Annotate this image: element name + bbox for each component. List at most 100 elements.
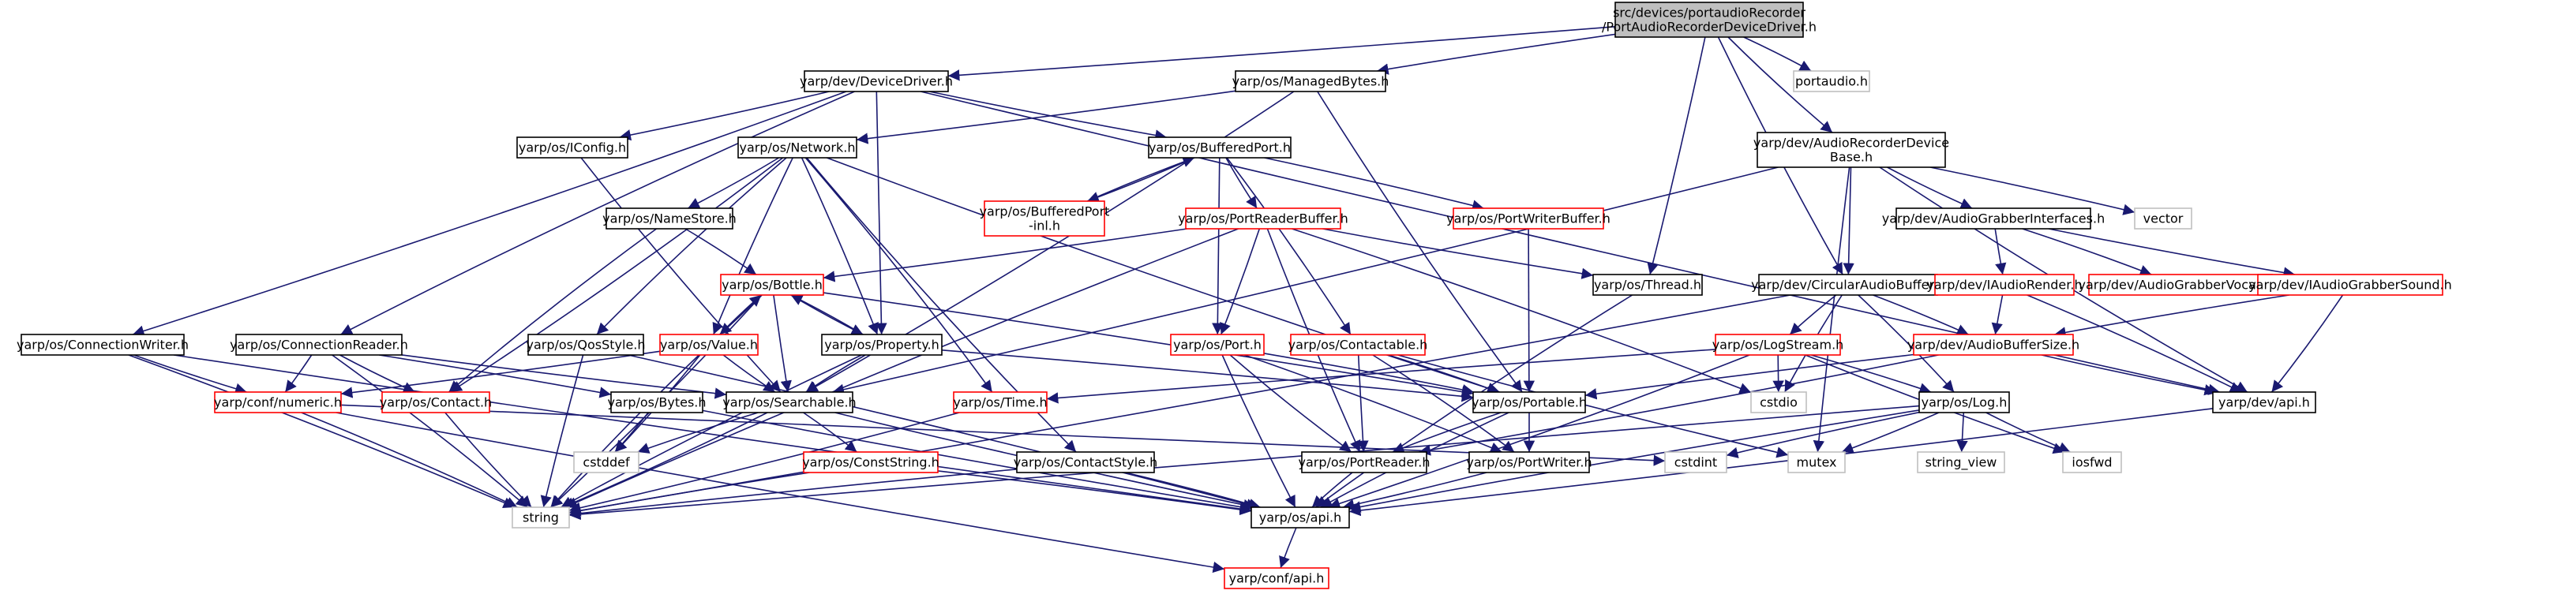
edge-audiorecorderdevicebase-to-vector (1929, 166, 2135, 215)
node-bufferedportinl[interactable]: yarp/os/BufferedPort-inl.h (980, 200, 1110, 237)
node-portwriterbuffer[interactable]: yarp/os/PortWriterBuffer.h (1446, 207, 1610, 230)
edge-property-to-bottle (790, 294, 864, 335)
node-confapi[interactable]: yarp/conf/api.h (1224, 567, 1329, 589)
node-label-cstddef: cstddef (583, 455, 630, 470)
node-logstream[interactable]: yarp/os/LogStream.h (1712, 334, 1844, 356)
node-box-connectionreader (235, 334, 403, 356)
node-namestore[interactable]: yarp/os/NameStore.h (602, 207, 737, 230)
edge-network-to-value (712, 157, 793, 335)
edge-bufferedport-to-contactable (1226, 157, 1352, 335)
node-iaudiograbbersound[interactable]: yarp/dev/IAudioGrabberSound.h (2248, 274, 2452, 296)
node-label-property: yarp/os/Property.h (824, 338, 939, 353)
edge-iconfig-to-searchable (580, 157, 782, 393)
node-searchable[interactable]: yarp/os/Searchable.h (722, 391, 857, 413)
node-property[interactable]: yarp/os/Property.h (821, 334, 943, 356)
node-portreader[interactable]: yarp/os/PortReader.h (1298, 451, 1430, 473)
node-label-audiorecorderdevicebase: yarp/dev/AudioRecorderDevice (1753, 136, 1949, 151)
node-iconfig[interactable]: yarp/os/IConfig.h (516, 136, 628, 159)
node-box-time (953, 391, 1048, 413)
edge-connectionreader-to-bytes (379, 354, 612, 398)
node-iosfwd: iosfwd (2062, 451, 2122, 473)
edge-devicedriver-to-connectionwriter (132, 91, 847, 337)
node-confnumeric[interactable]: yarp/conf/numeric.h (214, 391, 342, 413)
edge-value-to-confnumeric (340, 350, 661, 398)
node-value[interactable]: yarp/os/Value.h (659, 334, 759, 356)
node-bottle[interactable]: yarp/os/Bottle.h (720, 274, 824, 296)
node-bufferedport[interactable]: yarp/os/BufferedPort.h (1148, 136, 1292, 159)
node-audiobuffersize[interactable]: yarp/dev/AudioBufferSize.h (1907, 334, 2079, 356)
node-iaudiorender[interactable]: yarp/dev/IAudioRender.h (1926, 274, 2083, 296)
node-time[interactable]: yarp/os/Time.h (953, 391, 1048, 413)
edge-root-to-portaudio (1743, 36, 1812, 72)
node-contact[interactable]: yarp/os/Contact.h (380, 391, 492, 413)
node-osapi[interactable]: yarp/os/api.h (1251, 506, 1350, 529)
node-label-devapi: yarp/dev/api.h (2218, 395, 2310, 410)
edge-portwriterbuffer-to-portable (1523, 228, 1535, 393)
edge-qosstyle-to-string (540, 354, 584, 508)
node-cstdio: cstdio (1750, 391, 1807, 413)
node-portable[interactable]: yarp/os/Portable.h (1472, 391, 1587, 413)
node-box-devapi (2212, 391, 2316, 413)
node-label-iaudiograbbersound: yarp/dev/IAudioGrabberSound.h (2248, 278, 2452, 293)
node-box-cstdint (1664, 451, 1727, 473)
edge-confnumeric-to-string (301, 412, 518, 508)
node-label-portaudio: portaudio.h (1795, 74, 1868, 89)
node-port[interactable]: yarp/os/Port.h (1170, 334, 1265, 356)
node-qosstyle[interactable]: yarp/os/QosStyle.h (526, 334, 646, 356)
node-box-portreaderbuffer (1185, 207, 1341, 230)
edge-devicedriver-to-bufferedport (929, 91, 1167, 141)
node-managedbytes[interactable]: yarp/os/ManagedBytes.h (1232, 70, 1389, 92)
node-connectionwriter[interactable]: yarp/os/ConnectionWriter.h (17, 334, 189, 356)
node-label-contactable: yarp/os/Contactable.h (1288, 338, 1428, 353)
edge-port-to-portwriter (1244, 354, 1502, 454)
node-label-iconfig: yarp/os/IConfig.h (519, 140, 626, 155)
node-contactable[interactable]: yarp/os/Contactable.h (1288, 334, 1428, 356)
node-circularaudiobuffer[interactable]: yarp/dev/CircularAudioBuffer.h (1751, 274, 1945, 296)
edge-audiograbberinterfaces-to-iaudiorender (1994, 228, 2007, 275)
node-label-portreader: yarp/os/PortReader.h (1298, 455, 1430, 470)
node-label-namestore: yarp/os/NameStore.h (602, 211, 737, 226)
edge-searchable-to-conststring (803, 412, 857, 453)
edge-connectionreader-to-contact (339, 354, 415, 393)
node-connectionreader[interactable]: yarp/os/ConnectionReader.h (230, 334, 408, 356)
node-box-portaudio (1793, 70, 1870, 92)
node-portreaderbuffer[interactable]: yarp/os/PortReaderBuffer.h (1178, 207, 1348, 230)
node-box-root (1614, 2, 1804, 38)
node-label-searchable: yarp/os/Searchable.h (722, 395, 856, 410)
node-devapi[interactable]: yarp/dev/api.h (2212, 391, 2316, 413)
edge-namestore-to-bottle (684, 228, 757, 275)
node-box-audiorecorderdevicebase (1757, 132, 1946, 168)
node-network[interactable]: yarp/os/Network.h (737, 136, 857, 159)
edge-port-to-portable (1263, 353, 1474, 396)
node-audiograbberinterfaces[interactable]: yarp/dev/AudioGrabberInterfaces.h (1882, 207, 2105, 230)
node-label-confapi: yarp/conf/api.h (1229, 571, 1325, 586)
node-log[interactable]: yarp/os/Log.h (1918, 391, 2010, 413)
node-box-devicedriver (804, 70, 949, 92)
edge-root-to-thread (1647, 36, 1706, 275)
dependency-edges (128, 26, 2344, 573)
node-label-root: src/devices/portaudioRecorder (1613, 6, 1805, 21)
node-label-audiograbberinterfaces: yarp/dev/AudioGrabberInterfaces.h (1882, 211, 2105, 226)
edge-audiorecorderdevicebase-to-audiograbberinterfaces (1887, 166, 1973, 209)
node-box-cstdio (1750, 391, 1807, 413)
node-bytes[interactable]: yarp/os/Bytes.h (607, 391, 707, 413)
edge-audiorecorderdevicebase-to-circularaudiobuffer (1843, 166, 1854, 275)
node-box-port (1170, 334, 1265, 356)
node-box-bytes (610, 391, 703, 413)
node-audiograbbervocabs[interactable]: yarp/dev/AudioGrabberVocabs.h (2078, 274, 2283, 296)
node-devicedriver[interactable]: yarp/dev/DeviceDriver.h (800, 70, 953, 92)
node-contactstyle[interactable]: yarp/os/ContactStyle.h (1014, 451, 1158, 473)
node-conststring[interactable]: yarp/os/ConstString.h (802, 451, 939, 473)
node-cstdint: cstdint (1664, 451, 1727, 473)
node-root[interactable]: src/devices/portaudioRecorder/PortAudioR… (1602, 2, 1817, 38)
node-label-conststring: yarp/os/ConstString.h (802, 455, 939, 470)
node-thread[interactable]: yarp/os/Thread.h (1592, 274, 1703, 296)
node-label-contactstyle: yarp/os/ContactStyle.h (1014, 455, 1158, 470)
node-portwriter[interactable]: yarp/os/PortWriter.h (1466, 451, 1592, 473)
node-box-contactstyle (1016, 451, 1155, 473)
node-box-bottle (720, 274, 824, 296)
node-box-portwriter (1468, 451, 1590, 473)
edge-connectionreader-to-string (332, 354, 528, 508)
